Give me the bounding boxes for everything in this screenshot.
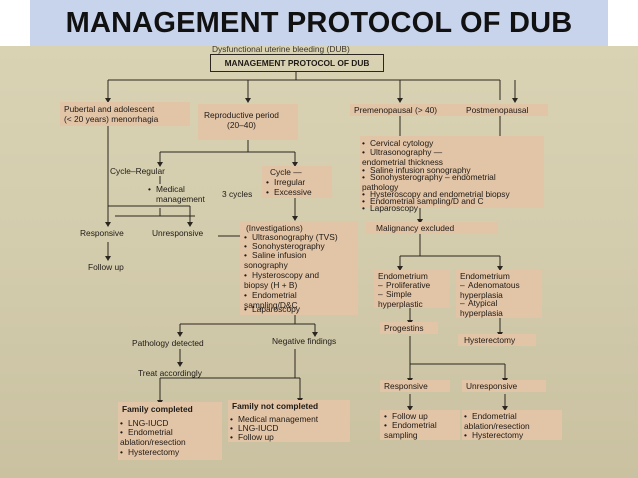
- pm-responsive-box: [380, 380, 450, 392]
- pubertal-follow-up: Follow up: [88, 262, 124, 272]
- pubertal-responsive: Responsive: [80, 228, 124, 238]
- three-cycles: 3 cycles: [222, 189, 253, 199]
- diagram-caption: Dysfunctional uterine bleeding (DUB): [212, 46, 350, 54]
- family-completed-title: Family completed: [122, 404, 193, 414]
- workup-item-0: Cervical cytology: [362, 138, 433, 148]
- endometrium-right-1: Atypical hyperplasia: [460, 298, 503, 318]
- family-not-completed-title: Family not completed: [232, 401, 319, 411]
- pubertal-label: Pubertal and adolescent (< 20 years) men…: [64, 104, 159, 125]
- pm-unresponsive-box: [462, 380, 546, 392]
- workup-item-3: Sonohysterography – endometrial patholog…: [362, 172, 496, 192]
- cycle-irregular-0: Cycle —: [270, 167, 302, 177]
- family-not-completed-item-0: Medical management: [230, 414, 318, 424]
- negative-findings: Negative findings: [272, 336, 337, 346]
- premenopausal-label: Premenopausal (> 40): [354, 105, 438, 115]
- pm-responsive-item-0: Follow up: [384, 411, 428, 421]
- workup-item-1: Ultrasonography — endometrial thickness: [362, 147, 443, 167]
- workup-item-2: Saline infusion sonography: [362, 165, 471, 175]
- cycle-irregular-1: Irregular: [266, 177, 305, 187]
- reproductive-label: Reproductive period (20–40): [204, 110, 279, 131]
- family-completed-item-1: Endometrial ablation/resection: [120, 427, 186, 447]
- pm-responsive: Responsive: [384, 381, 428, 391]
- treat-accordingly: Treat accordingly: [138, 368, 202, 378]
- slide-title: MANAGEMENT PROTOCOL OF DUB: [65, 6, 573, 39]
- pm-unresponsive-item-0: Endometrial ablation/resection: [464, 411, 530, 431]
- workup-item-6: Laparoscopy: [362, 203, 418, 213]
- malignancy-excluded-box: [366, 222, 498, 234]
- progestins-box: [380, 322, 438, 334]
- family-not-completed-item-1: LNG-IUCD: [230, 423, 278, 433]
- endometrium-left-1: Simple hyperplastic: [378, 289, 423, 309]
- main-box: MANAGEMENT PROTOCOL OF DUB: [210, 54, 384, 72]
- workup-item-4: Hysteroscopy and endometrial biopsy: [362, 189, 510, 199]
- endometrium-right-title: Endometrium: [460, 271, 510, 281]
- investigation-item-1: Sonohysterography: [244, 241, 325, 251]
- family-completed-item-2: Hysterectomy: [120, 447, 179, 457]
- pubertal-box: [60, 102, 190, 126]
- premenopausal-box: [350, 104, 462, 116]
- investigation-item-5: Laparoscopy: [244, 304, 300, 314]
- title-banner: MANAGEMENT PROTOCOL OF DUB: [30, 0, 608, 46]
- pm-unresponsive: Unresponsive: [466, 381, 518, 391]
- hysterectomy: Hysterectomy: [464, 335, 516, 345]
- medical-mgmt-line2: management: [156, 194, 205, 204]
- cycle-regular: Cycle–Regular: [110, 166, 165, 176]
- pm-responsive-item-1: Endometrial sampling: [384, 420, 437, 440]
- endometrium-right-0: Adenomatous hyperplasia: [460, 280, 520, 300]
- progestins: Progestins: [384, 323, 424, 333]
- investigation-item-3: Hysteroscopy and biopsy (H + B): [244, 270, 319, 290]
- postmenopausal-box: [462, 104, 548, 116]
- postmenopausal-label: Postmenopausal: [466, 105, 529, 115]
- family-not-completed-item-2: Follow up: [230, 432, 274, 442]
- medical-mgmt-line1: Medical: [148, 184, 185, 194]
- malignancy-excluded: Malignancy excluded: [376, 223, 455, 233]
- endometrium-left-title: Endometrium: [378, 271, 428, 281]
- hysterectomy-box: [458, 334, 536, 346]
- family-completed-item-0: LNG-IUCD: [120, 418, 168, 428]
- reproductive-box: [198, 104, 298, 140]
- flowchart-connectors: [105, 71, 518, 411]
- cycle-irregular-2: Excessive: [266, 187, 312, 197]
- pathology-detected: Pathology detected: [132, 338, 204, 348]
- endometrium-left-0: Proliferative: [378, 280, 430, 290]
- investigations-title: (Investigations): [246, 223, 303, 233]
- investigation-item-0: Ultrasonography (TVS): [244, 232, 338, 242]
- pm-unresponsive-item-1: Hysterectomy: [464, 430, 523, 440]
- workup-item-5: Endometrial sampling/D and C: [362, 196, 484, 206]
- investigation-item-2: Saline infusion sonography: [244, 250, 306, 270]
- pubertal-unresponsive: Unresponsive: [152, 228, 204, 238]
- flowchart-photo: Dysfunctional uterine bleeding (DUB) MAN…: [0, 46, 638, 478]
